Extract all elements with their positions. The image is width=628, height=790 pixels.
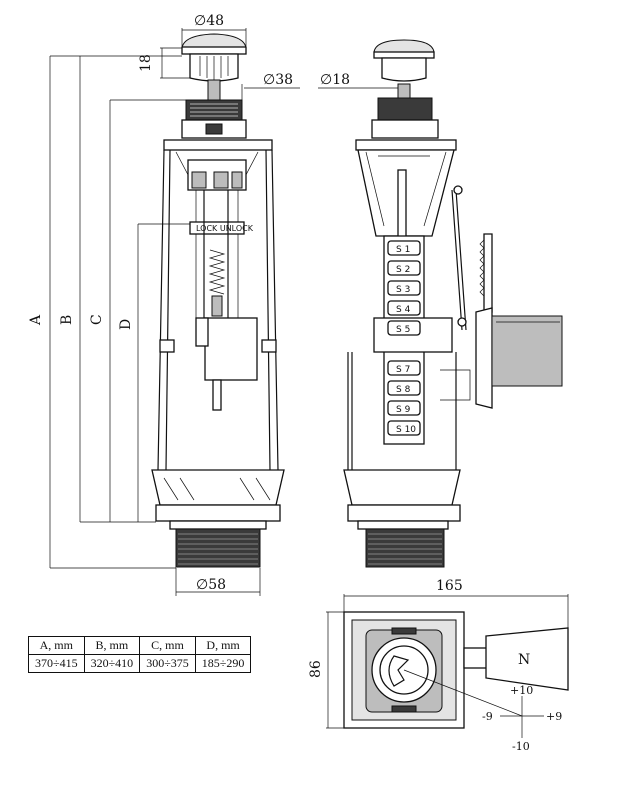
front-float [204, 317, 258, 381]
scale-mark-box [387, 320, 421, 336]
dim-letter-d: D [118, 319, 134, 330]
table-header-d: D, mm [194, 636, 252, 655]
scale-mark-label: S 5 [396, 325, 410, 335]
front-thread [175, 528, 261, 568]
cap-top [181, 33, 247, 49]
scale-mark-label: S 7 [396, 365, 410, 375]
top-float [485, 627, 569, 691]
dim-letter-c: C [89, 314, 105, 325]
front-base-flange [151, 469, 285, 506]
table-cell-b: 320÷410 [83, 654, 141, 673]
front-view: LOCK UNLOCK [151, 33, 285, 568]
table-cell-a: 370÷415 [28, 654, 85, 673]
scale-mark-label: S 4 [396, 305, 411, 315]
dim-letter-a: A [28, 314, 44, 326]
side-thread [365, 528, 445, 568]
scale-mark-label: S 9 [396, 405, 411, 415]
table-header-row: A, mm B, mm C, mm D, mm [28, 636, 252, 655]
scale-mark-label: S 8 [396, 385, 411, 395]
depth-label: 86 [308, 660, 324, 678]
table-header-a: A, mm [28, 636, 85, 655]
scale-mark-box [387, 240, 421, 256]
dim-letter-b: B [59, 315, 75, 325]
table-cell-d: 185÷290 [194, 654, 252, 673]
cap-diameter-label: ∅48 [194, 13, 224, 29]
cap-rim [181, 46, 247, 55]
scale-mark-box [387, 300, 421, 316]
adjust-right-label: +9 [546, 710, 562, 723]
table-row: 370÷415 320÷410 300÷375 185÷290 [28, 654, 252, 673]
top-view: N [343, 611, 569, 729]
front-dimensions: ∅48 18 ∅38 A B C D ∅58 [28, 13, 300, 596]
adjust-left-label: -9 [482, 710, 493, 723]
lock-label: LOCK UNLOCK [196, 224, 254, 233]
side-view [343, 39, 563, 568]
side-cap [373, 39, 435, 53]
table-header-c: C, mm [139, 636, 196, 655]
width-label: 165 [436, 578, 463, 594]
scale-mark-label: S 3 [396, 285, 410, 295]
stem-diameter-label: ∅18 [320, 72, 350, 88]
scale-mark-label: S 1 [396, 245, 410, 255]
scale-mark-label: S 2 [396, 265, 410, 275]
nut-diameter-label: ∅38 [263, 72, 293, 88]
side-nut [377, 97, 433, 121]
scale-mark-box [387, 360, 421, 376]
side-float [491, 315, 563, 387]
scale-mark-box [387, 260, 421, 276]
top-dimensions: 165 86 +10 -10 -9 +9 [308, 578, 569, 753]
cap-height-label: 18 [138, 54, 154, 72]
scale-mark-box [387, 280, 421, 296]
table-header-b: B, mm [83, 636, 141, 655]
scale-mark-box [387, 380, 421, 396]
table-cell-c: 300÷375 [139, 654, 196, 673]
side-base-flange [343, 469, 461, 506]
dimensions-table: A, mm B, mm C, mm D, mm 370÷415 320÷410 … [28, 636, 252, 673]
scale-labels: S 1 S 2 S 3 S 4 S 5 S 7 S 8 S 9 S 10 [387, 240, 421, 436]
scale-mark-label: S 10 [396, 425, 416, 435]
top-nut [185, 99, 243, 121]
float-letter: N [518, 652, 530, 668]
adjust-up-label: +10 [510, 684, 533, 697]
scale-mark-box [387, 420, 421, 436]
side-dimensions: ∅18 [318, 72, 398, 89]
scale-mark-box [387, 400, 421, 416]
adjust-down-label: -10 [512, 740, 530, 753]
base-diameter-label: ∅58 [196, 577, 226, 593]
